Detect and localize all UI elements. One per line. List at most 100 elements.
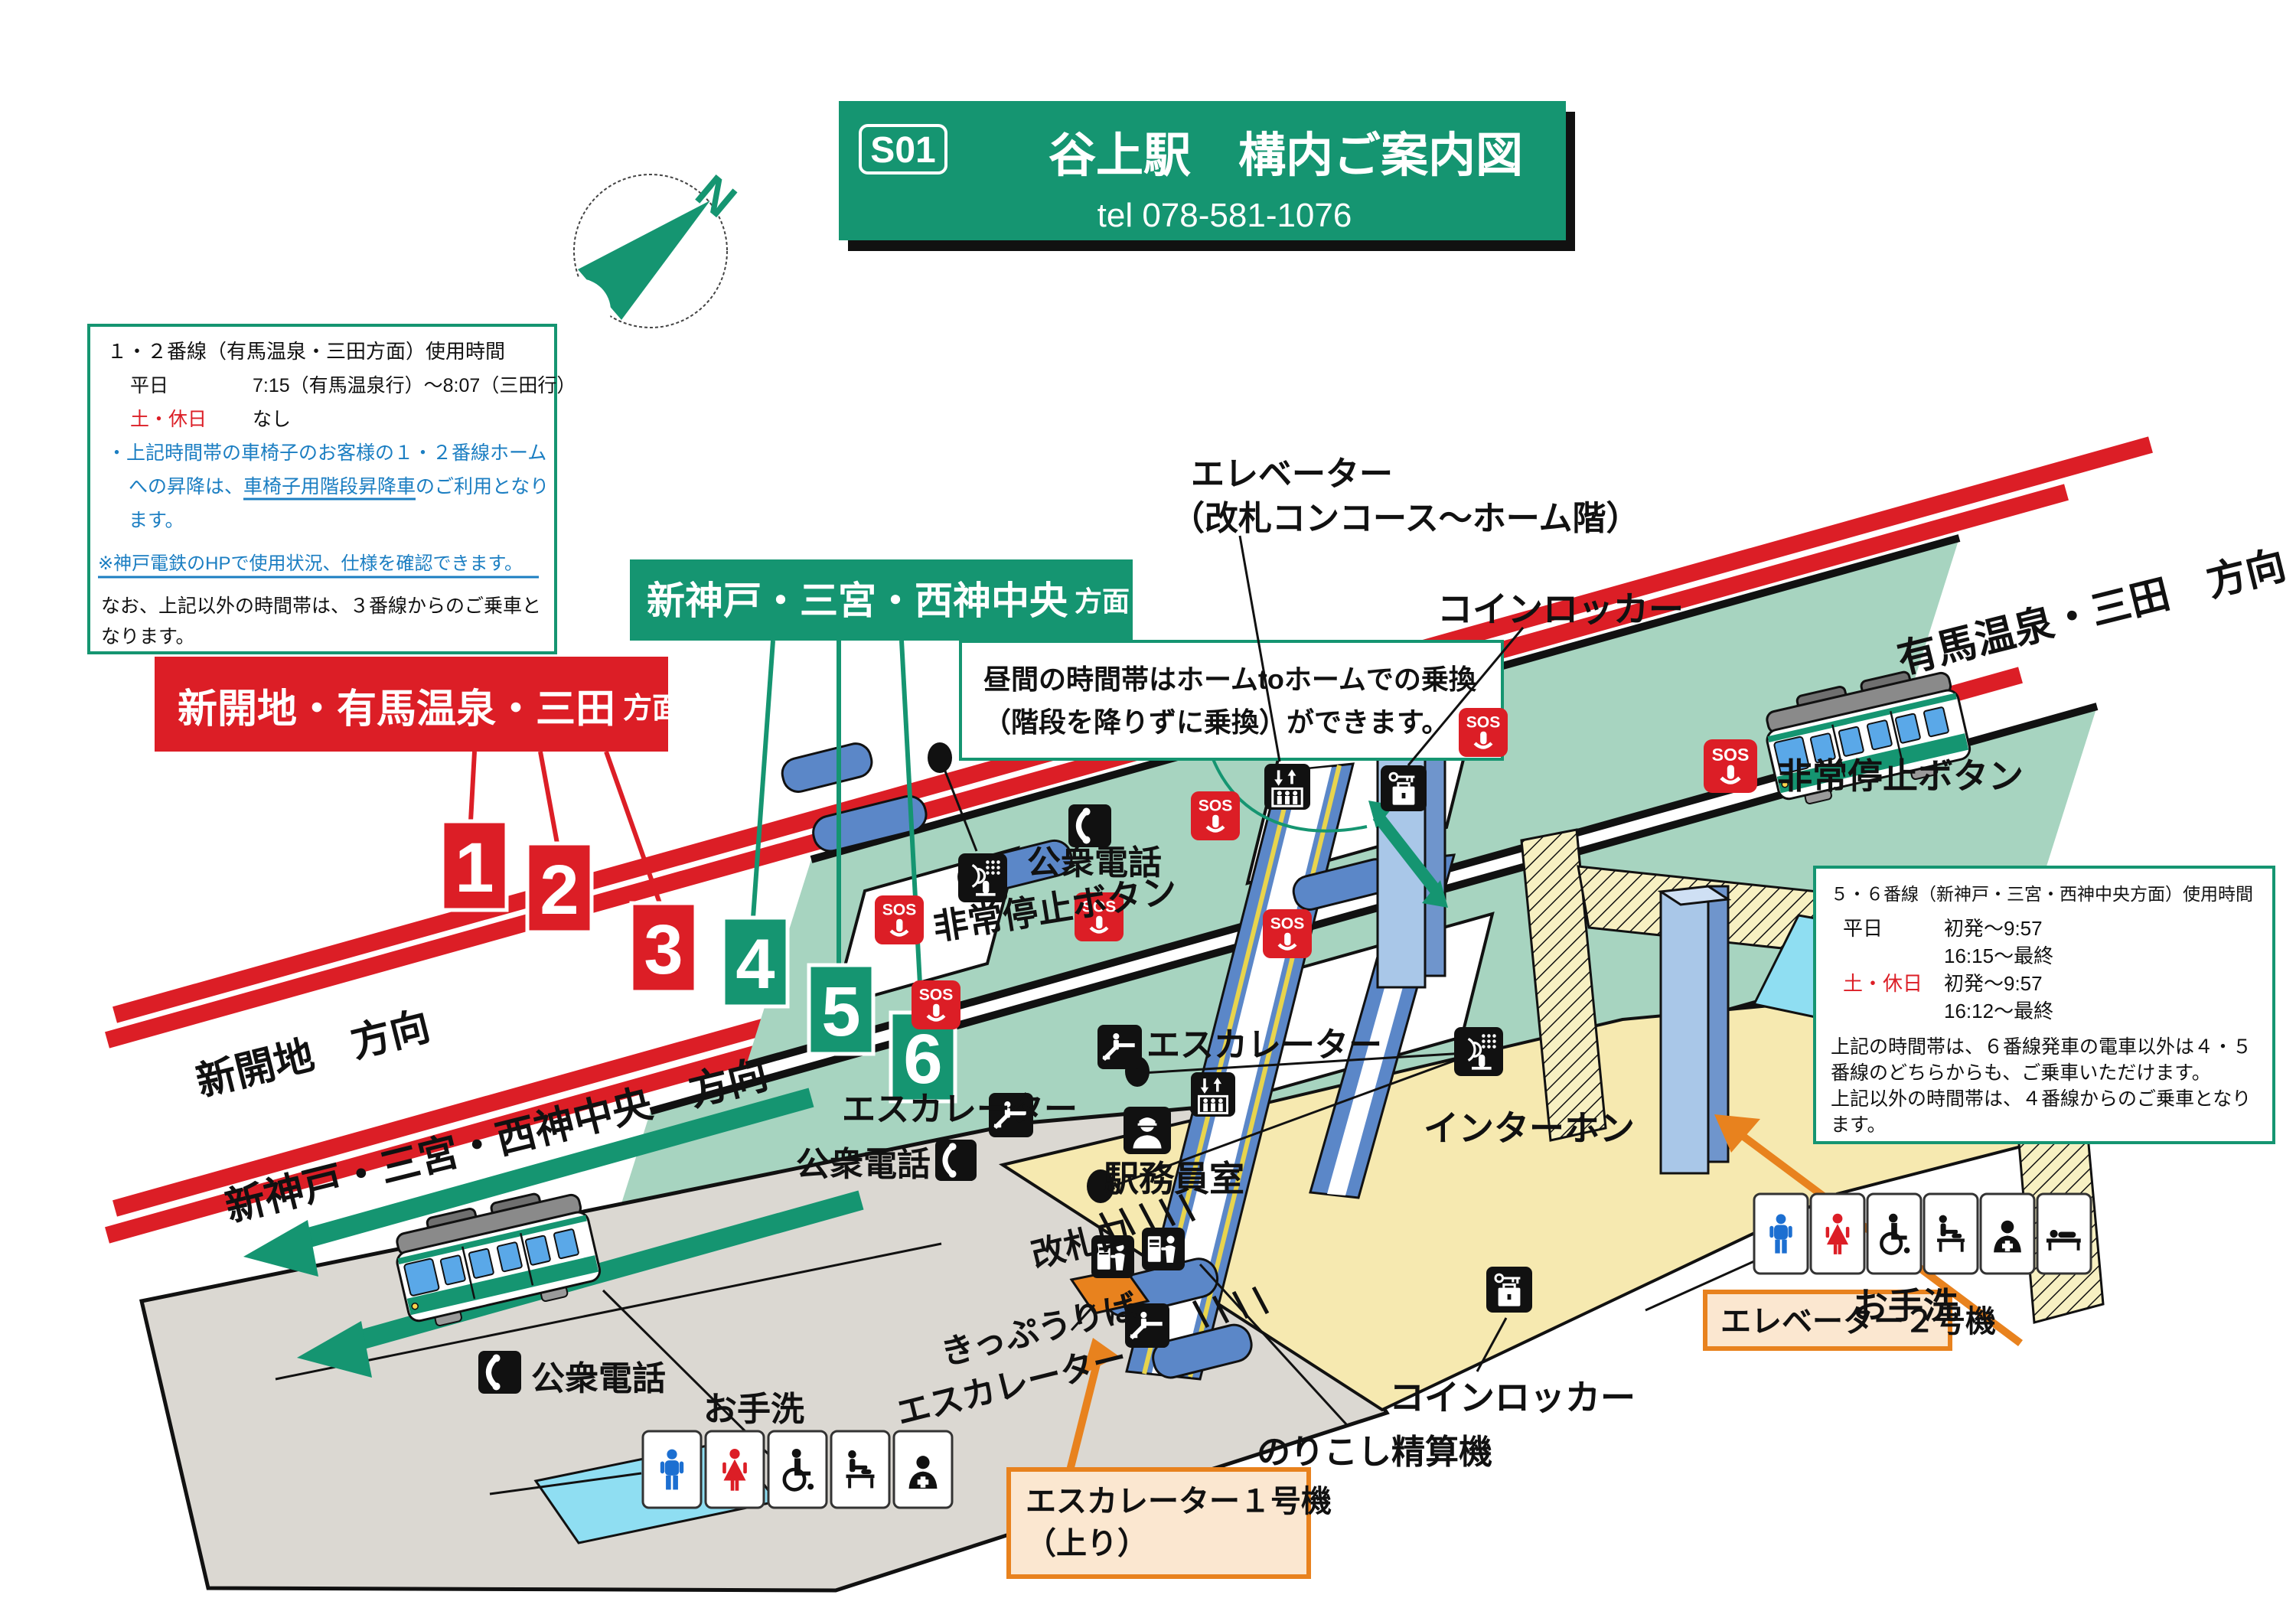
notice56-note-1: 上記の時間帯は、６番線発車の電車以外は４・５ [1831, 1036, 2252, 1058]
station-staff-icon [1124, 1107, 1171, 1154]
platform-number-5: 5 [807, 963, 876, 1056]
notice-platform-1-2: １・２番線（有馬温泉・三田方面）使用時間 平日 7:15（有馬温泉行）～8:07… [87, 324, 576, 654]
notice-platform-5-6: ５・６番線（新神戸・三宮・西神中央方面）使用時間 平日 初発～9:57 16:1… [1813, 866, 2275, 1144]
coin-locker-icon [1486, 1265, 1532, 1314]
public-phone-label: 公衆電話 [531, 1360, 666, 1398]
notice56-title: ５・６番線（新神戸・三宮・西神中央方面）使用時間 [1831, 884, 2253, 904]
platform-number-2: 2 [525, 841, 594, 934]
platform-number-text: 2 [540, 851, 579, 929]
notice12-weekday-label: 平日 [130, 375, 168, 396]
elevator-no2-label: エレベーター２号機 [1720, 1305, 1996, 1339]
line-code: S01 [870, 130, 935, 171]
notice56-note-2: 番線のどちらからも、ご乗車いただけます。 [1831, 1062, 2211, 1084]
platform-number-text: 1 [455, 829, 494, 907]
direction-label-red: 新開地・有馬温泉・三田 方面 [155, 657, 681, 904]
intercom-icon [958, 853, 1007, 902]
compass-needle [578, 201, 710, 320]
page-title: 谷上駅 構内ご案内図 [1049, 129, 1523, 182]
coin-locker-label: コインロッカー [1389, 1378, 1636, 1417]
platform-number-3: 3 [629, 901, 698, 994]
notice12-title: １・２番線（有馬温泉・三田方面）使用時間 [107, 340, 505, 363]
fare-adjustment-label: のりこし精算機 [1257, 1433, 1492, 1471]
notice12-wheelchair-1: ・上記時間帯の車椅子のお客様の１・２番線ホーム [107, 442, 546, 464]
escalator-no1-label-2: （上り） [1026, 1527, 1148, 1561]
orange-callouts: エレベーター２号機 エスカレーター１号機 （上り） [1006, 1114, 2023, 1579]
sos-icon [1191, 791, 1240, 840]
public-phone-icon [1068, 804, 1111, 847]
notice12-wheelchair-3: ます。 [129, 510, 184, 531]
notice12-hp-note[interactable]: ※神戸電鉄のHPで使用状況、仕様を確認できます。 [98, 553, 523, 574]
notice56-weekday-label: 平日 [1843, 917, 1883, 940]
restroom-label: お手洗 [1853, 1286, 1958, 1326]
ticket-machine-icon [1142, 1228, 1185, 1270]
elevator-label-1: エレベーター [1191, 455, 1393, 493]
elevator-icon [1191, 1071, 1235, 1118]
daytime-note-2: （階段を降りずに乗換）ができます。 [983, 706, 1449, 738]
public-phone-label: 公衆電話 [796, 1146, 931, 1183]
escalator-no1-label-1: エスカレーター１号機 [1026, 1485, 1332, 1518]
notice12-note-1: なお、上記以外の時間帯は、３番線からのご乗車と [101, 595, 541, 617]
sos-icon [875, 895, 924, 944]
daytime-note-1: 昼間の時間帯はホームtoホームでの乗換 [983, 664, 1477, 695]
platform-number-4: 4 [721, 915, 790, 1009]
public-phone-icon [478, 1351, 521, 1394]
sos-icon [912, 980, 960, 1029]
notice56-note-3: 上記以外の時間帯は、４番線からのご乗車となり [1831, 1088, 2251, 1110]
notice12-holiday-value: なし [253, 409, 291, 430]
restroom-tiles-right: お手洗 [1753, 1192, 2092, 1326]
direction-green-text: 新神戸・三宮・西神中央 [647, 579, 1068, 622]
wall-hatched [1520, 828, 1607, 1142]
direction-red-text: 新開地・有馬温泉・三田 [178, 687, 615, 732]
notice56-holiday-time2: 16:12～最終 [1944, 1000, 2053, 1023]
public-phone-label: 公衆電話 [1027, 844, 1162, 882]
callout-lines [489, 535, 1755, 1495]
direction-arima-sanda: 有馬温泉・三田 方向 [1893, 543, 2291, 683]
platform-number-text: 4 [735, 925, 775, 1003]
sos-icon [1263, 909, 1312, 958]
elevator-icon [1264, 762, 1310, 811]
restroom-label: お手洗 [703, 1391, 804, 1428]
notice56-holiday-label: 土・休日 [1843, 972, 1923, 995]
ticket-gate-area [1098, 1193, 1270, 1329]
notice12-wheelchair-2: への昇降は、車椅子用階段昇降車のご利用となり [129, 476, 549, 497]
platform-number-text: 3 [644, 911, 683, 989]
elevator-no2-box [1703, 1290, 1952, 1351]
sos-icon [1459, 708, 1508, 757]
coin-locker-label: コインロッカー [1437, 589, 1684, 629]
daytime-transfer-note: 昼間の時間帯はホームtoホームでの乗換 （階段を降りずに乗換）ができます。 [959, 640, 1504, 833]
emergency-stop-label: 非常停止ボタン [1777, 756, 2024, 796]
sos-icon [1704, 739, 1757, 793]
notice56-weekday-time1: 初発～9:57 [1944, 917, 2043, 940]
escalator-label: エスカレーター [1146, 1026, 1382, 1064]
notice12-weekday-value: 7:15（有馬温泉行）～8:07（三田行） [253, 375, 576, 396]
direction-red-suffix: 方面 [623, 693, 681, 725]
notice56-note-4: ます。 [1831, 1114, 1887, 1136]
notice12-holiday-label: 土・休日 [130, 409, 207, 430]
escalator-no1-box [1006, 1467, 1311, 1579]
intercom-icon [1454, 1027, 1503, 1076]
platform-number-1: 1 [440, 819, 509, 912]
direction-shinkaichi: 新開地 方向 [192, 1004, 435, 1105]
notice56-weekday-time2: 16:15～最終 [1944, 944, 2053, 967]
restroom-tiles-left: お手洗 [641, 1391, 954, 1509]
notice56-holiday-time1: 初発～9:57 [1944, 972, 2043, 995]
platform-number-text: 5 [821, 973, 860, 1051]
station-tel: tel 078-581-1076 [1097, 197, 1352, 234]
coin-locker-icon [1381, 764, 1427, 813]
track-direction-arrows [243, 1088, 864, 1378]
escalator-label: エスカレーター [842, 1091, 1078, 1128]
notice12-note-2: なります。 [101, 626, 195, 647]
escalator-icon [1097, 1025, 1142, 1069]
station-office-label: 駅務員室 [1104, 1159, 1244, 1199]
elevator-label-2: （改札コンコース～ホーム階） [1171, 500, 1639, 537]
platform-number-text: 6 [903, 1020, 942, 1098]
public-phone-icon [935, 1140, 977, 1181]
intercom-label: インターホン [1424, 1108, 1635, 1148]
line-code-badge [859, 124, 947, 174]
direction-label-green: 新神戸・三宮・西神中央 方面 [630, 559, 1133, 1013]
header: S01 谷上駅 構内ご案内図 tel 078-581-1076 [839, 101, 1575, 251]
direction-green-suffix: 方面 [1075, 585, 1130, 617]
elevator-shaft-2 [1657, 885, 1732, 1175]
